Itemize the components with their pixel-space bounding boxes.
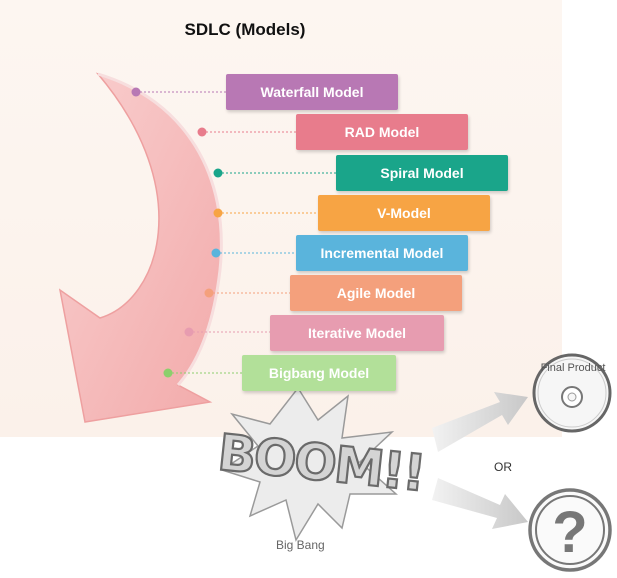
- model-box-iterative[interactable]: Iterative Model: [270, 315, 444, 351]
- dot-agile: [204, 288, 214, 298]
- dot-iterative: [184, 327, 194, 337]
- dot-incremental: [211, 248, 221, 258]
- final-product-disc-icon: [532, 353, 612, 433]
- dot-spiral: [213, 168, 223, 178]
- dot-rad: [197, 127, 207, 137]
- boom-text-graphic: BOOM!!: [218, 430, 424, 494]
- dot-bigbang: [163, 368, 173, 378]
- model-connectors: [131, 87, 336, 378]
- big-bang-caption: Big Bang: [276, 538, 325, 552]
- model-box-v-model[interactable]: V-Model: [318, 195, 490, 231]
- dot-v: [213, 208, 223, 218]
- model-box-spiral[interactable]: Spiral Model: [336, 155, 508, 191]
- arrow-to-final-product: [432, 392, 528, 452]
- diagram-title: SDLC (Models): [184, 20, 306, 39]
- curved-process-arrow: [58, 72, 223, 423]
- question-mark-icon: ?: [528, 488, 612, 572]
- question-mark-symbol: ?: [552, 500, 587, 565]
- model-box-waterfall[interactable]: Waterfall Model: [226, 74, 398, 110]
- explosion-star: [220, 386, 398, 542]
- arrow-to-unknown: [432, 478, 528, 529]
- outcome-arrows: [432, 392, 528, 529]
- final-product-label: Final Product: [540, 362, 606, 374]
- model-box-incremental[interactable]: Incremental Model: [296, 235, 468, 271]
- model-box-rad[interactable]: RAD Model: [296, 114, 468, 150]
- boom-text: BOOM!!: [218, 430, 424, 494]
- or-label: OR: [494, 460, 512, 474]
- model-box-agile[interactable]: Agile Model: [290, 275, 462, 311]
- model-box-bigbang[interactable]: Bigbang Model: [242, 355, 396, 391]
- dot-waterfall: [131, 87, 141, 97]
